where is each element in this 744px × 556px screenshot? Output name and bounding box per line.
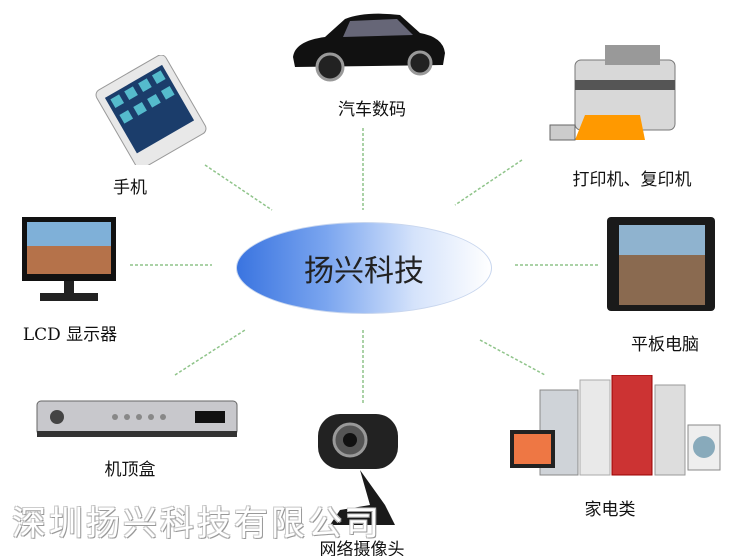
watermark: 深圳扬兴科技有限公司 (12, 504, 382, 544)
car-icon (293, 13, 445, 82)
connector-printer (454, 159, 523, 206)
stb-label: 机顶盒 (104, 460, 156, 480)
printer-label: 打印机、复印机 (572, 170, 692, 190)
connector-phone (204, 164, 273, 211)
center-label: 扬兴科技 (304, 254, 424, 289)
connector-appliances (479, 339, 546, 376)
connector-stb (174, 329, 246, 376)
lcd-label: LCD 显示器 (22, 325, 118, 345)
tablet-icon (607, 217, 715, 311)
tablet-label: 平板电脑 (631, 335, 699, 355)
monitor-icon (22, 217, 116, 301)
set-top-box-icon (36, 400, 238, 437)
printer-icon (549, 45, 676, 141)
appliances-label: 家电类 (584, 500, 636, 520)
home-appliances-icon (510, 375, 721, 476)
webcam-icon (318, 414, 398, 525)
smartphone-icon (95, 55, 207, 165)
phone-label: 手机 (113, 178, 147, 198)
webcam-label: 网络摄像头 (319, 540, 405, 556)
center-ellipse: 扬兴科技 (236, 222, 492, 314)
car-label: 汽车数码 (338, 100, 406, 120)
